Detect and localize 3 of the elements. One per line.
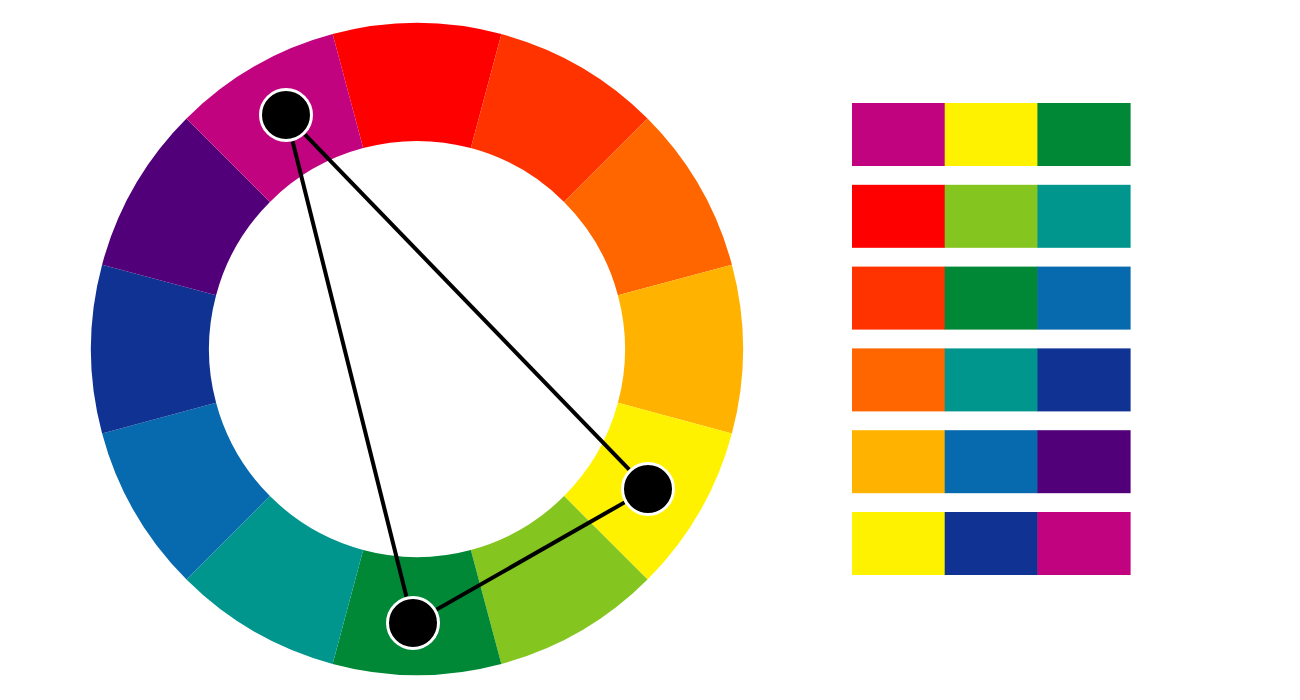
connector-line: [303, 133, 631, 471]
connector-line: [435, 500, 626, 612]
connector-line: [290, 140, 409, 598]
